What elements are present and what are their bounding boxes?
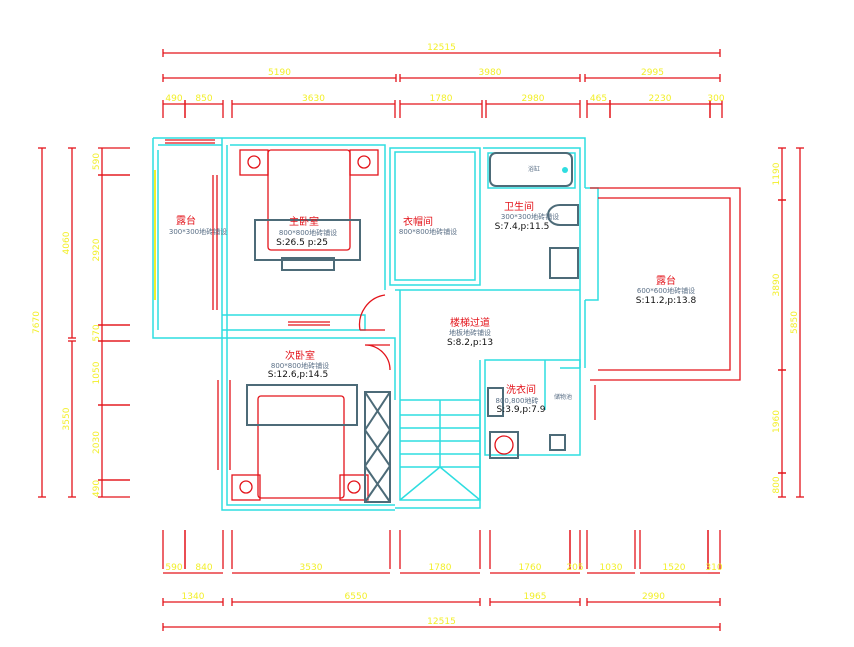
room-terrace-right: 露台 600*600地砖铺设 S:11.2,p:13.8 (636, 274, 697, 306)
bottom-dimension-row1-label: 3530 (300, 563, 323, 573)
bottom-dimension-row1-label: 590 (165, 563, 182, 573)
room-name: 楼梯过道 (450, 316, 490, 329)
left-dimension-row2-label: 3550 (62, 407, 72, 430)
left-dimension-row3-label: 490 (92, 480, 102, 497)
top-overall-dimension-label: 12515 (427, 43, 456, 53)
top-dimension-row3-label: 1780 (430, 94, 453, 104)
bottom-dimension-row1-label: 310 (705, 563, 722, 573)
double-bed (257, 395, 345, 499)
room-laundry: 洗衣间 800,800地砖 S:3.9,p:7.9 储物池 (496, 383, 572, 415)
bottom-dimension-row1-label: 1760 (519, 563, 542, 573)
room-name: 衣帽间 (403, 215, 433, 228)
double-bed (267, 149, 351, 251)
room-name: 露台 (656, 274, 676, 287)
storage-label: 储物池 (554, 393, 572, 401)
left-dimension-row3-label: 570 (92, 324, 102, 341)
room-cloakroom: 衣帽间 800*800地砖铺设 (399, 215, 457, 236)
floor-spec: 600*600地砖铺设 (637, 286, 695, 295)
area-label: S:12.6,p:14.5 (268, 370, 328, 380)
room-balcony-left: 露台 300*300地砖铺设 (169, 214, 227, 236)
washing-machine (489, 431, 519, 459)
right-dimension-row1-label: 3890 (772, 273, 782, 296)
floor-spec: 800*800地砖铺设 (271, 361, 329, 370)
floor-spec: 300*300地砖铺设 (169, 227, 227, 236)
room-master-bedroom: 主卧室 800*800地砖铺设 S:26.5 p:25 (276, 215, 337, 248)
floor-spec: 800*800地砖铺设 (279, 228, 337, 237)
left-dimension-row3-label: 1050 (92, 361, 102, 384)
top-dimension-row3-label: 490 (165, 94, 182, 104)
left-dimension-row3-label: 590 (92, 153, 102, 170)
area-label: S:26.5 p:25 (276, 238, 328, 248)
bottom-dimension-row1-label: 1520 (663, 563, 686, 573)
bottom-dimension-row1-label: 1780 (429, 563, 452, 573)
area-label: S:8.2,p:13 (447, 338, 493, 348)
top-dimension-row3-label: 300 (707, 94, 724, 104)
left-dimension-row2-label: 4060 (62, 231, 72, 254)
top-dimension-row2-label: 2995 (641, 68, 664, 78)
right-dimension-row1-label: 1960 (772, 410, 782, 433)
left-dimension-row3-label: 2920 (92, 238, 102, 261)
nightstand (239, 149, 269, 176)
top-dimension-row3-label: 465 (590, 94, 607, 104)
bottom-dimension-row2-label: 1965 (524, 592, 547, 602)
top-dimension-row2-label: 3980 (479, 68, 502, 78)
floor-spec: 300*300地砖铺设 (501, 212, 559, 221)
bathtub-label: 浴缸 (528, 165, 540, 173)
room-name: 次卧室 (285, 349, 315, 362)
room-name: 卫生间 (504, 200, 534, 213)
bottom-dimension-row2-label: 6550 (345, 592, 368, 602)
top-dimension-row3-label: 2980 (522, 94, 545, 104)
area-label: S:11.2,p:13.8 (636, 296, 697, 306)
bottom-dimension-row1-label: 1030 (600, 563, 623, 573)
area-label: S:7.4,p:11.5 (495, 222, 550, 232)
dimension-lines: 12515 5190 3980 2995 490 850 3630 1780 2980 465 22… (32, 43, 804, 631)
windows-doors (154, 139, 741, 470)
top-dimension-row3-label: 3630 (302, 94, 325, 104)
bottom-dimension-row2-label: 1340 (182, 592, 205, 602)
bottom-dimension-row1-label: 840 (195, 563, 212, 573)
right-overall-dimension-label: 5850 (790, 311, 800, 334)
nightstand (349, 149, 379, 176)
room-stair-hall: 楼梯过道 地板地砖铺设 S:8.2,p:13 (447, 316, 493, 348)
furniture (231, 149, 579, 503)
right-dimension-row1-label: 800 (772, 476, 782, 493)
room-name: 主卧室 (289, 215, 319, 228)
top-dimension-row2-label: 5190 (268, 68, 291, 78)
room-name: 洗衣间 (506, 383, 536, 396)
top-dimension-row3-label: 2230 (649, 94, 672, 104)
bottom-dimension-row2-label: 2990 (642, 592, 665, 602)
left-dimension-row3-label: 2030 (92, 431, 102, 454)
wardrobe (364, 391, 391, 503)
floor-spec: 800,800地砖 (496, 396, 539, 405)
bottom-overall-dimension-label: 12515 (427, 617, 456, 627)
room-name: 露台 (176, 214, 196, 227)
bottom-dimension-row1-label: 205 (566, 563, 583, 573)
walls (152, 137, 599, 511)
right-dimension-row1-label: 1190 (772, 162, 782, 185)
floor-spec: 800*800地砖铺设 (399, 227, 457, 236)
area-label: S:3.9,p:7.9 (497, 405, 546, 415)
left-overall-dimension-label: 7670 (32, 311, 42, 334)
top-dimension-row3-label: 850 (195, 94, 212, 104)
floor-spec: 地板地砖铺设 (449, 328, 491, 337)
room-second-bedroom: 次卧室 800*800地砖铺设 S:12.6,p:14.5 (268, 349, 329, 380)
room-bathroom: 浴缸 卫生间 300*300地砖铺设 S:7.4,p:11.5 (495, 165, 559, 232)
bathtub (489, 152, 573, 187)
